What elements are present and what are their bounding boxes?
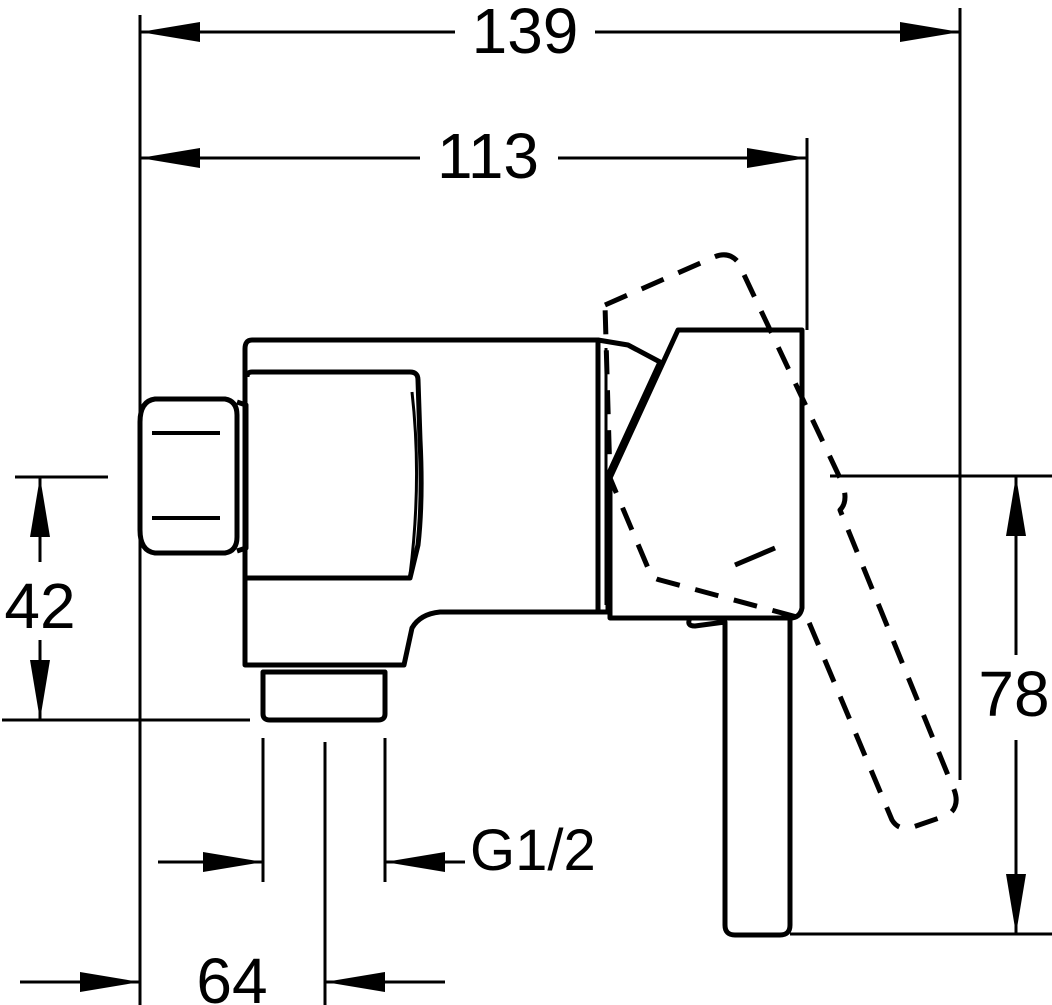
dimension-label-64: 64 [196, 945, 267, 1005]
dimension-label-g12: G1/2 [470, 818, 596, 883]
dimension-label-42: 42 [4, 570, 75, 642]
handle-alternate-position [602, 252, 959, 831]
inner-cap [244, 369, 424, 581]
body-outline [242, 337, 601, 668]
dimension-thread: G1/2 [158, 818, 596, 883]
handle [686, 616, 793, 938]
thread-stub [260, 669, 388, 723]
dimension-label-113: 113 [437, 120, 539, 192]
dimension-lever-height: 78 [978, 476, 1050, 934]
dimension-overall-width: 139 [140, 0, 960, 67]
lever-head [607, 327, 805, 621]
dimension-body-width: 113 [140, 120, 807, 192]
dimension-label-139: 139 [472, 0, 579, 67]
dimension-label-78: 78 [978, 658, 1049, 730]
dimension-offset: 64 [20, 945, 445, 1005]
left-nut [137, 396, 240, 556]
dimension-inlet-height: 42 [4, 477, 76, 720]
